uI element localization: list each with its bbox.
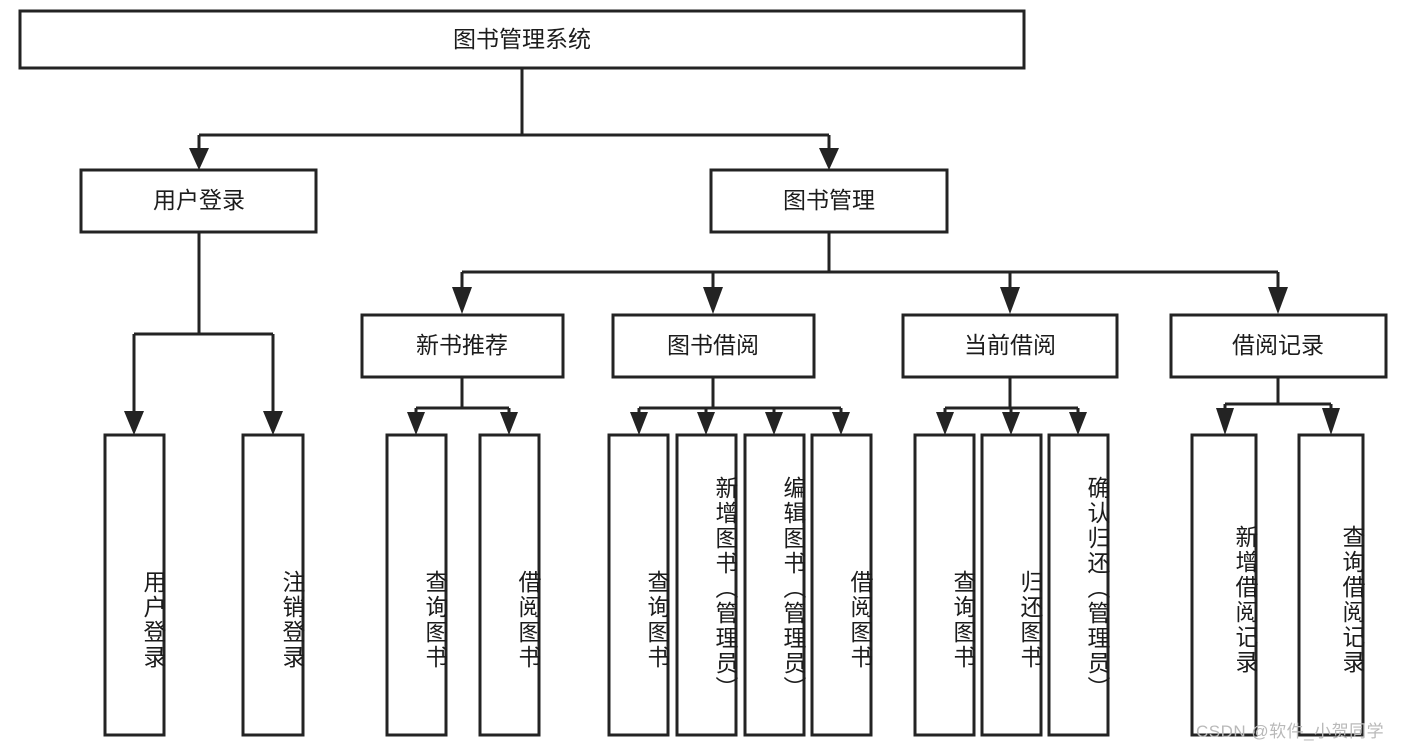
arrow-userlogin-leaf-1 — [124, 411, 144, 435]
arrow-borrowrecord-leaf-2 — [1322, 408, 1340, 435]
node-box-book-borrow[interactable] — [611, 313, 816, 379]
connector-group-root — [189, 68, 839, 170]
node-box-borrow-record[interactable] — [1169, 313, 1388, 379]
arrow-bookmgmt-to-current — [1000, 287, 1020, 314]
connector-group-bookborrow — [630, 377, 850, 435]
arrow-bookmgmt-to-record — [1268, 287, 1288, 314]
leaf-box-book-borrow-4[interactable] — [810, 433, 873, 737]
leaf-box-borrow-record-2[interactable] — [1297, 433, 1365, 737]
arrow-bookborrow-leaf-2 — [697, 412, 715, 435]
arrow-newbook-leaf-2 — [500, 412, 518, 435]
leaf-box-current-borrow-2[interactable] — [980, 433, 1043, 737]
leaf-box-borrow-record-1[interactable] — [1190, 433, 1258, 737]
arrow-root-to-userlogin — [189, 148, 209, 170]
node-box-user-login[interactable] — [79, 168, 318, 234]
arrow-borrowrecord-leaf-1 — [1216, 408, 1234, 435]
arrow-bookborrow-leaf-4 — [832, 412, 850, 435]
node-label-current-borrow: 当前借阅 — [964, 332, 1056, 358]
arrow-bookborrow-leaf-1 — [630, 412, 648, 435]
node-label-borrow-record: 借阅记录 — [1232, 332, 1324, 358]
connector-group-newbook — [407, 377, 518, 435]
arrow-bookmgmt-to-newbook — [452, 287, 472, 314]
node-box-new-book-recommend[interactable] — [360, 313, 565, 379]
leaf-box-new-book-1[interactable] — [385, 433, 448, 737]
leaf-box-book-borrow-3[interactable] — [743, 433, 806, 737]
connector-group-userlogin — [124, 232, 283, 435]
leaf-box-current-borrow-3[interactable] — [1047, 433, 1110, 737]
leaf-box-book-borrow-1[interactable] — [607, 433, 670, 737]
arrow-currentborrow-leaf-2 — [1002, 412, 1020, 435]
leaf-box-user-login-1[interactable] — [103, 433, 166, 737]
arrow-userlogin-leaf-2 — [263, 411, 283, 435]
arrow-bookborrow-leaf-3 — [765, 412, 783, 435]
leaf-box-new-book-2[interactable] — [478, 433, 541, 737]
node-label-book-borrow: 图书借阅 — [667, 332, 759, 358]
csdn-watermark: CSDN @软件_小贺同学 — [1196, 722, 1385, 741]
arrow-newbook-leaf-1 — [407, 412, 425, 435]
leaf-box-user-login-2[interactable] — [241, 433, 305, 737]
leaf-box-current-borrow-1[interactable] — [913, 433, 976, 737]
arrow-bookmgmt-to-borrow — [703, 287, 723, 314]
arrow-root-to-bookmgmt — [819, 148, 839, 170]
connector-group-borrowrecord — [1216, 377, 1340, 435]
node-box-current-borrow[interactable] — [901, 313, 1119, 379]
leaf-box-book-borrow-2[interactable] — [675, 433, 738, 737]
arrow-currentborrow-leaf-3 — [1069, 412, 1087, 435]
connector-group-currentborrow — [936, 377, 1087, 435]
node-label-root: 图书管理系统 — [453, 26, 591, 52]
arrow-currentborrow-leaf-1 — [936, 412, 954, 435]
node-box-book-management[interactable] — [709, 168, 949, 234]
connector-group-bookmgmt — [452, 232, 1288, 314]
node-label-book-management: 图书管理 — [783, 187, 875, 213]
node-box-root[interactable] — [18, 9, 1026, 70]
node-label-user-login: 用户登录 — [153, 187, 245, 213]
node-label-new-book-recommend: 新书推荐 — [416, 332, 508, 358]
